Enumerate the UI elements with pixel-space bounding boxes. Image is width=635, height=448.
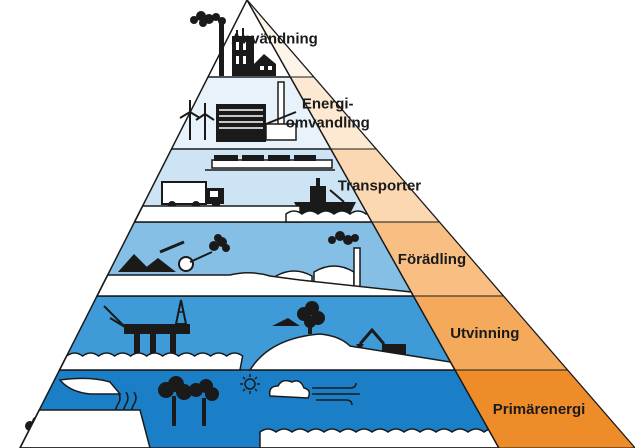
level-label-energiomvandling: Energi-	[302, 96, 354, 113]
chimney-icon	[265, 81, 297, 141]
smoke-icon	[328, 231, 359, 245]
sun-icon	[240, 374, 260, 394]
label-divider	[246, 0, 500, 448]
level-label-anvandning: Användning	[231, 31, 318, 48]
smoke-icon	[190, 11, 226, 27]
level-label-utvinning: Utvinning	[450, 325, 519, 342]
level-label-transporter: Transporter	[338, 178, 422, 195]
ground-strip	[133, 205, 301, 223]
conveyor-icon	[159, 234, 230, 272]
coal-heap-icon	[118, 254, 176, 272]
truck-icon	[161, 181, 224, 209]
oil-platform-icon	[124, 299, 190, 354]
level-labels: AnvändningEnergi-omvandlingTransporterFö…	[231, 0, 635, 448]
water-strip	[259, 428, 501, 448]
tree-icon	[272, 301, 325, 334]
tree-icon	[158, 376, 219, 426]
train-icon	[205, 155, 335, 171]
wind-turbine-icon	[179, 100, 215, 140]
ground-strips	[19, 205, 501, 448]
ground-strip	[58, 377, 122, 395]
ground-strip	[19, 409, 151, 448]
power-plant-icon	[216, 104, 266, 142]
level-label-primarenergi: Primärenergi	[493, 401, 586, 418]
water-strip	[58, 352, 244, 371]
wind-icon	[312, 382, 360, 406]
ground-strip	[248, 333, 457, 371]
cloud-icon	[268, 379, 311, 399]
level-label-foradling: Förädling	[398, 251, 466, 268]
level-label-energiomvandling: omvandling	[286, 115, 370, 132]
house-icon	[254, 54, 276, 76]
